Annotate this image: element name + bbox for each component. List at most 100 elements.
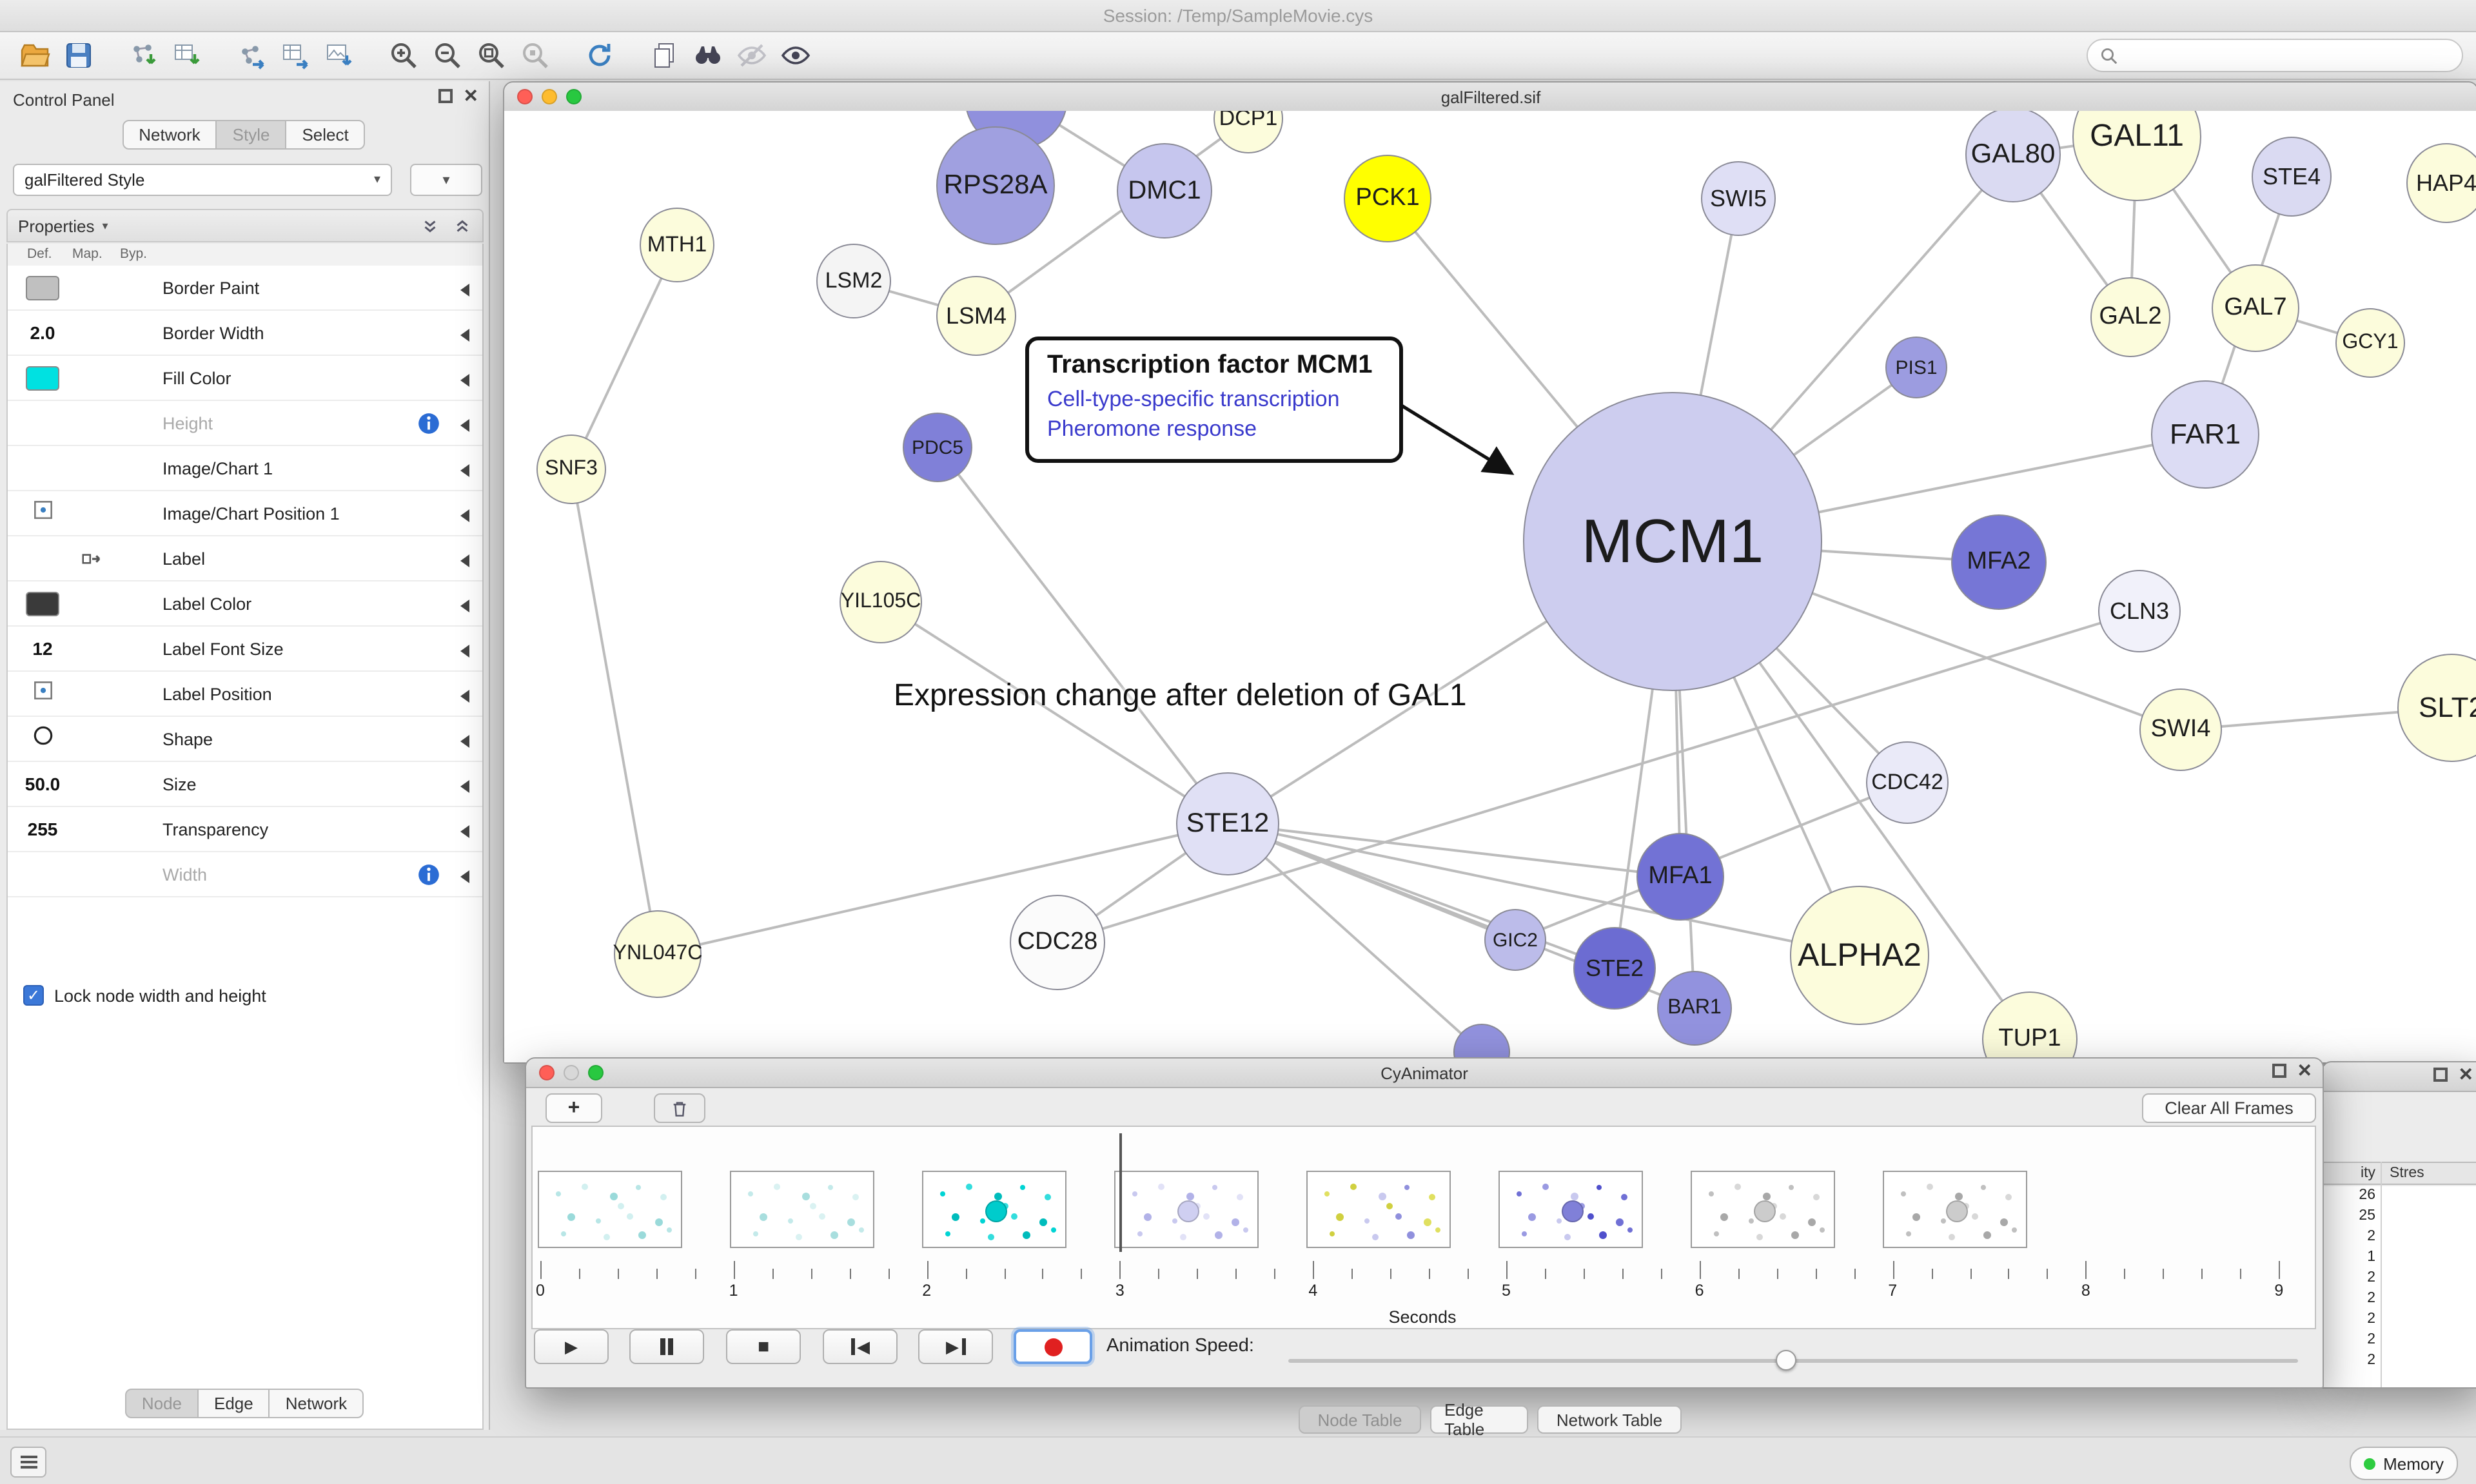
expand-row-icon[interactable] xyxy=(460,419,469,432)
frame-thumbnail-1[interactable] xyxy=(730,1171,874,1248)
search-input[interactable] xyxy=(2087,39,2463,72)
zoom-fit-button[interactable] xyxy=(469,36,513,75)
property-row[interactable]: Label Position xyxy=(8,672,482,717)
close-window-icon[interactable] xyxy=(517,89,533,104)
import-table-button[interactable] xyxy=(165,36,209,75)
network-edge[interactable] xyxy=(1227,823,1516,941)
style-options-button[interactable]: ▾ xyxy=(410,164,482,196)
float-window-icon[interactable] xyxy=(438,89,453,103)
default-value-cell[interactable] xyxy=(18,401,67,445)
network-node-ste12[interactable]: STE12 xyxy=(1176,772,1279,875)
table-row[interactable]: 2 xyxy=(2323,1227,2476,1248)
default-value-cell[interactable] xyxy=(18,446,67,490)
info-icon[interactable] xyxy=(417,863,439,885)
tab-edge[interactable]: Edge xyxy=(197,1389,270,1418)
show-details-button[interactable] xyxy=(774,36,818,75)
tab-network[interactable]: Network xyxy=(122,120,217,150)
frame-thumbnail-5[interactable] xyxy=(1498,1171,1643,1248)
close-window-icon[interactable] xyxy=(539,1065,555,1080)
property-row[interactable]: Width xyxy=(8,852,482,897)
table-row[interactable]: 2 xyxy=(2323,1331,2476,1351)
minimize-window-icon[interactable] xyxy=(564,1065,579,1080)
network-node-gcy1[interactable]: GCY1 xyxy=(2335,308,2405,378)
lock-size-row[interactable]: ✓ Lock node width and height xyxy=(23,985,266,1006)
expand-row-icon[interactable] xyxy=(460,600,469,612)
default-value-cell[interactable]: 12 xyxy=(18,627,67,670)
expand-row-icon[interactable] xyxy=(460,464,469,477)
network-node-snf3[interactable]: SNF3 xyxy=(536,434,606,504)
float-window-icon[interactable] xyxy=(2272,1064,2287,1078)
status-list-button[interactable] xyxy=(10,1447,46,1478)
property-row[interactable]: Height xyxy=(8,401,482,446)
table-row[interactable]: 2 xyxy=(2323,1289,2476,1310)
default-value-cell[interactable] xyxy=(18,581,67,625)
record-button[interactable] xyxy=(1014,1329,1092,1364)
network-edge[interactable] xyxy=(1057,610,2140,944)
save-session-button[interactable] xyxy=(57,36,101,75)
color-swatch[interactable] xyxy=(26,366,59,390)
network-node-hap4[interactable]: HAP4 xyxy=(2406,143,2476,223)
default-value-cell[interactable] xyxy=(18,717,67,761)
default-value-cell[interactable] xyxy=(18,266,67,309)
tab-select[interactable]: Select xyxy=(285,120,366,150)
tab-node-table[interactable]: Node Table xyxy=(1299,1405,1421,1434)
checkbox-checked-icon[interactable]: ✓ xyxy=(23,985,44,1006)
default-value-cell[interactable] xyxy=(18,852,67,896)
zoom-window-icon[interactable] xyxy=(588,1065,604,1080)
network-node-tup1[interactable]: TUP1 xyxy=(1982,991,2078,1062)
annotation-link-2[interactable]: Pheromone response xyxy=(1047,416,1257,441)
delete-frame-button[interactable] xyxy=(654,1093,705,1123)
table-panel-titlebar[interactable]: ✕ xyxy=(2323,1062,2476,1092)
network-edge[interactable] xyxy=(1226,823,1483,1053)
expand-row-icon[interactable] xyxy=(460,645,469,658)
property-row[interactable]: Fill Color xyxy=(8,356,482,401)
info-icon[interactable] xyxy=(417,411,439,434)
first-neighbors-button[interactable] xyxy=(686,36,730,75)
network-node-lsm4[interactable]: LSM4 xyxy=(936,276,1016,356)
expand-row-icon[interactable] xyxy=(460,825,469,838)
apply-layout-button[interactable] xyxy=(578,36,622,75)
tab-edge-table[interactable]: Edge Table xyxy=(1430,1400,1528,1439)
close-icon[interactable]: ✕ xyxy=(463,85,478,106)
expand-row-icon[interactable] xyxy=(460,554,469,567)
network-node-pdc5[interactable]: PDC5 xyxy=(903,413,972,482)
tab-network-table[interactable]: Network Table xyxy=(1537,1405,1682,1434)
float-window-icon[interactable] xyxy=(2433,1068,2448,1082)
property-row[interactable]: Image/Chart 1 xyxy=(8,446,482,491)
default-value-cell[interactable]: 2.0 xyxy=(18,311,67,355)
frame-thumbnail-2[interactable] xyxy=(922,1171,1066,1248)
default-value-cell[interactable]: 50.0 xyxy=(18,762,67,806)
properties-header[interactable]: Properties ▾ xyxy=(6,209,484,242)
property-row[interactable]: Image/Chart Position 1 xyxy=(8,491,482,536)
zoom-out-button[interactable] xyxy=(426,36,469,75)
import-network-button[interactable] xyxy=(121,36,165,75)
expression-caption[interactable]: Expression change after deletion of GAL1 xyxy=(894,678,1467,713)
network-node-gal7[interactable]: GAL7 xyxy=(2212,264,2299,352)
stop-button[interactable]: ■ xyxy=(726,1329,801,1364)
playhead[interactable] xyxy=(1119,1133,1122,1252)
network-edge[interactable] xyxy=(936,446,1229,825)
expand-row-icon[interactable] xyxy=(460,870,469,883)
skip-end-button[interactable]: ▶ xyxy=(918,1329,993,1364)
network-node-dmc1[interactable]: DMC1 xyxy=(1117,143,1212,239)
mcm1-annotation[interactable]: Transcription factor MCM1 Cell-type-spec… xyxy=(1025,337,1403,463)
speed-slider-thumb[interactable] xyxy=(1776,1350,1797,1371)
export-image-button[interactable] xyxy=(317,36,361,75)
network-node-mcm1[interactable]: MCM1 xyxy=(1523,392,1822,691)
collapse-all-icon[interactable] xyxy=(453,216,472,235)
network-edge[interactable] xyxy=(570,244,678,470)
column-stres[interactable]: Stres xyxy=(2390,1166,2424,1181)
expand-row-icon[interactable] xyxy=(460,374,469,387)
network-node-lsm2[interactable]: LSM2 xyxy=(816,244,891,318)
network-node-gal2[interactable]: GAL2 xyxy=(2090,277,2170,357)
default-value-cell[interactable] xyxy=(18,491,67,535)
table-row[interactable]: 2 xyxy=(2323,1310,2476,1331)
pause-button[interactable] xyxy=(629,1329,704,1364)
network-edge[interactable] xyxy=(1227,823,1860,957)
skip-start-button[interactable]: ◀ xyxy=(823,1329,898,1364)
network-node-pis1[interactable]: PIS1 xyxy=(1885,337,1947,398)
network-node-mfa1[interactable]: MFA1 xyxy=(1636,833,1724,921)
network-node-bar1[interactable]: BAR1 xyxy=(1657,971,1732,1046)
